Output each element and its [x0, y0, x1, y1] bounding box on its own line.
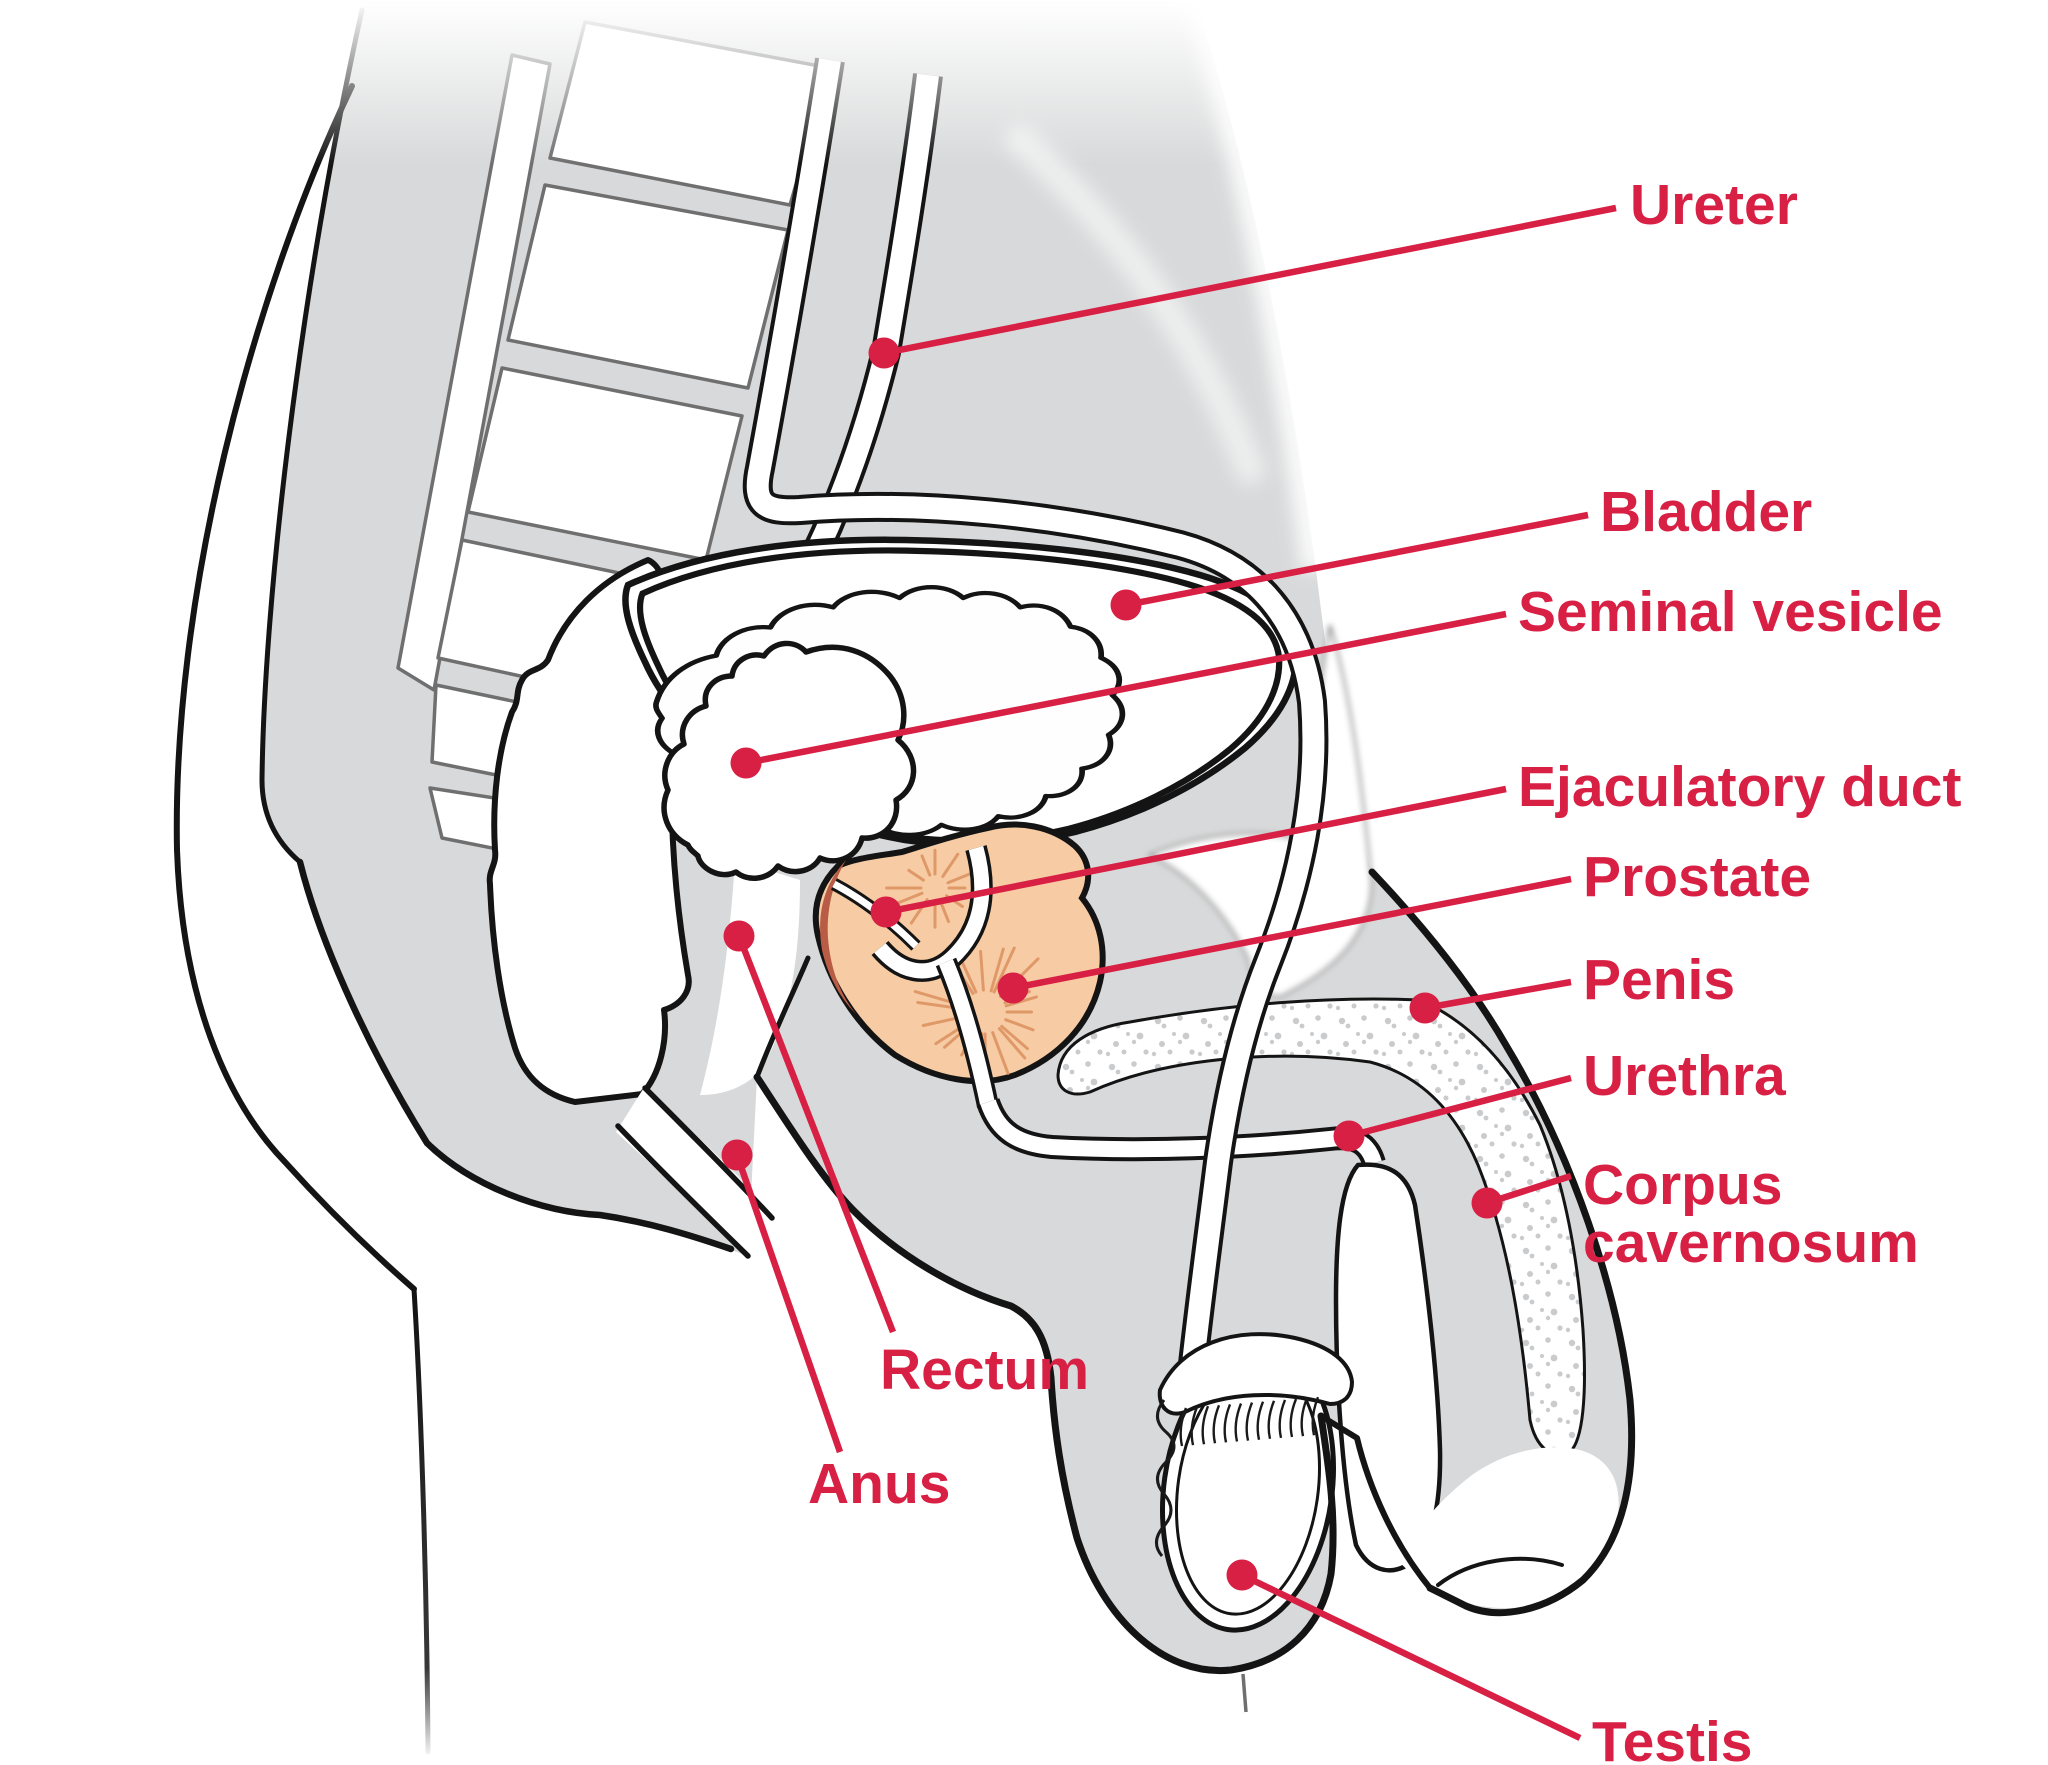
label-urethra: Urethra — [1333, 1044, 1787, 1152]
label-dot-bladder — [1110, 589, 1142, 621]
label-dot-testis — [1226, 1559, 1258, 1591]
label-penis: Penis — [1409, 948, 1735, 1024]
perineum-upper-edge — [754, 955, 811, 1080]
label-line-urethra — [1348, 1074, 1572, 1140]
prostatic-urethra — [871, 845, 999, 1109]
label-seminal-vesicle: Seminal vesicle — [730, 580, 1943, 779]
epididymis-shape — [1155, 1332, 1355, 1557]
label-text-anus: Anus — [808, 1452, 951, 1516]
label-dot-urethra — [1333, 1120, 1365, 1152]
label-text-ejaculatory-duct: Ejaculatory duct — [1518, 755, 1961, 819]
back-inner-outline — [259, 7, 365, 865]
label-line-bladder — [1125, 511, 1589, 609]
label-text-testis: Testis — [1592, 1710, 1753, 1765]
perineum-outline — [753, 1073, 1055, 1382]
glans-fold — [1436, 1556, 1564, 1587]
label-testis: Testis — [1226, 1559, 1753, 1765]
label-text-seminal-vesicle: Seminal vesicle — [1518, 580, 1943, 644]
label-dot-rectum — [723, 920, 755, 952]
anal-canal-lower-lip — [615, 1123, 751, 1259]
label-dot-seminal-vesicle — [730, 747, 762, 779]
label-text-ureter: Ureter — [1630, 173, 1798, 237]
glans-shape — [1398, 1447, 1619, 1609]
corpus-cavernosum-band — [1056, 997, 1586, 1456]
label-dot-corpus-cavernosum — [1471, 1187, 1503, 1219]
label-dot-ejaculatory-duct — [870, 896, 902, 928]
anal-canal — [616, 1086, 776, 1262]
vertebra — [506, 183, 790, 390]
label-prostate: Prostate — [997, 845, 1811, 1004]
epididymis-coil — [1155, 1399, 1176, 1557]
label-line-seminal-vesicle — [745, 610, 1507, 767]
label-line-rectum — [735, 934, 897, 1334]
label-anus: Anus — [721, 1139, 951, 1516]
label-dot-penis — [1409, 992, 1441, 1024]
label-rectum: Rectum — [723, 920, 1089, 1402]
buttock-outline — [296, 858, 735, 1253]
anal-canal-upper-lip — [642, 1085, 775, 1221]
label-text-prostate: Prostate — [1583, 845, 1811, 909]
seminal-vesicle-shape — [661, 640, 917, 881]
label-line-testis — [1240, 1572, 1582, 1741]
label-line-ejaculatory-duct — [885, 785, 1507, 916]
label-ureter: Ureter — [868, 173, 1798, 369]
label-text-rectum: Rectum — [880, 1338, 1089, 1402]
scrotum-outline — [1047, 1374, 1337, 1675]
label-text-bladder: Bladder — [1600, 480, 1812, 544]
penis-outline-left — [1318, 1413, 1433, 1591]
top-fade — [0, 0, 2048, 165]
label-line-penis — [1424, 978, 1572, 1012]
label-dot-prostate — [997, 972, 1029, 1004]
scrotal-raphe — [1241, 1673, 1248, 1713]
label-ejaculatory-duct: Ejaculatory duct — [870, 755, 1961, 928]
label-line-prostate — [1012, 875, 1572, 992]
label-bladder: Bladder — [1110, 480, 1812, 621]
body-highlight — [1005, 125, 1265, 485]
vas-deferens-tube — [742, 57, 1329, 1394]
prostate-crescent — [820, 860, 856, 1014]
label-line-anus — [733, 1153, 844, 1454]
epididymis-comb — [1179, 1396, 1320, 1447]
label-dot-ureter — [868, 337, 900, 369]
label-dot-anus — [721, 1139, 753, 1171]
label-text-urethra: Urethra — [1583, 1044, 1787, 1108]
label-text-penis: Penis — [1583, 948, 1735, 1012]
back-skin-outline — [173, 83, 417, 1292]
thigh-outline — [411, 1286, 431, 1755]
label-line-ureter — [883, 204, 1617, 357]
